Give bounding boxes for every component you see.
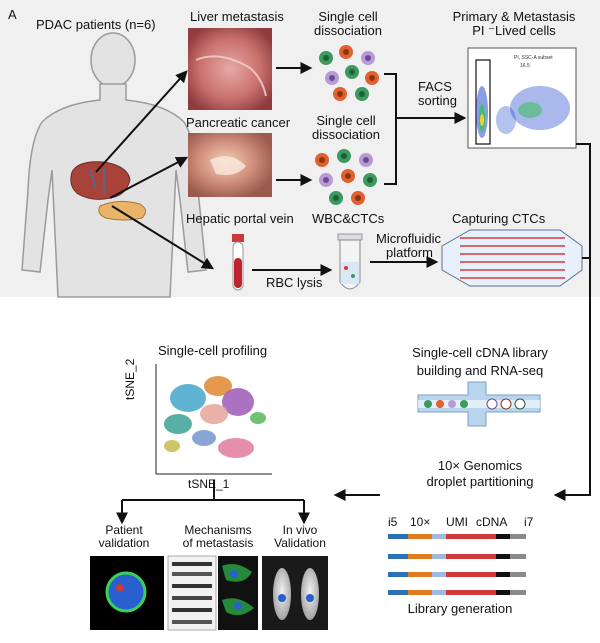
single-cell-profiling-label: Single-cell profiling [158, 343, 268, 358]
read-3-cdna-segment [446, 572, 496, 577]
read-1-i5-segment [388, 534, 408, 539]
dissociation-bottom-line1: Single cell [316, 113, 376, 128]
read-1-i7-segment [510, 534, 526, 539]
read-2-i7-segment [510, 554, 526, 559]
mechanisms-blot-images [167, 555, 258, 631]
microfluidic-platform-label: Microfluidic platform [376, 232, 441, 259]
read-4-i5-segment [388, 590, 408, 595]
dissociation-bottom-line2: dissociation [312, 126, 380, 142]
patient-validation-line2: validation [98, 535, 150, 550]
read-2-barcode-segment [408, 554, 432, 559]
read-4-linker-segment [496, 590, 510, 595]
read-2-i5-segment [388, 554, 408, 559]
read-2-cdna-segment [446, 554, 496, 559]
rbc-lysis-label: RBC lysis [266, 275, 323, 290]
microfluidic-line1: Microfluidic [376, 231, 442, 246]
library-title-line2: building and RNA-seq [416, 362, 544, 378]
liver-metastasis-photo [188, 28, 272, 110]
droplet-partitioning-label: 10× Genomics droplet partitioning [427, 458, 534, 491]
segment-label-umi: UMI [446, 515, 468, 529]
droplet-partitioning-chip [417, 381, 541, 427]
dissociation-top-line2: dissociation [314, 22, 382, 38]
mechanisms-line2: of metastasis [182, 535, 254, 550]
read-4-i7-segment [510, 590, 526, 595]
segment-label-10x: 10× [410, 515, 431, 529]
partition-line1: 10× Genomics [437, 458, 523, 473]
primary-metastasis-label: Primary & Metastasis PI ⁻Lived cells [453, 10, 576, 37]
in-vivo-validation-label: In vivo Validation [274, 524, 326, 549]
mechanisms-label: Mechanisms of metastasis [183, 524, 254, 549]
read-3-i7-segment [510, 572, 526, 577]
library-title-line1: Single-cell cDNA library [412, 345, 548, 360]
read-2-umi-segment [432, 554, 446, 559]
dissociated-cells-bottom [315, 149, 377, 205]
segment-label-cdna: cDNA [476, 515, 508, 529]
facs-label-line2: sorting [418, 92, 458, 108]
facs-plot-gate-label: PI, SSC-A subset [514, 55, 553, 61]
wbc-ctc-label: WBC&CTCs [312, 211, 385, 226]
wbc-ctc-tube-icon [337, 233, 363, 290]
primary-met-line2: PI ⁻Lived cells [472, 22, 556, 38]
dissociation-top-line1: Single cell [318, 9, 378, 24]
primary-met-line1: Primary & Metastasis [452, 9, 576, 24]
read-1-barcode-segment [408, 534, 432, 539]
panel-letter: A [8, 7, 17, 22]
read-2-linker-segment [496, 554, 510, 559]
blood-tube-icon [232, 234, 244, 291]
segment-label-i5: i5 [388, 515, 398, 529]
patient-validation-line1: Patient [105, 523, 143, 537]
liver-organ-icon [70, 161, 131, 200]
read-1-umi-segment [432, 534, 446, 539]
library-building-label: Single-cell cDNA library building and RN… [412, 344, 548, 379]
read-3-linker-segment [496, 572, 510, 577]
tsne-y-label: tSNE_2 [123, 358, 137, 400]
pancreatic-cancer-label: Pancreatic cancer [186, 115, 291, 130]
ctc-capture-chip [441, 229, 583, 287]
hepatic-portal-vein-label: Hepatic portal vein [186, 211, 294, 226]
library-barcode-reads [388, 534, 526, 595]
library-generation-label: Library generation [407, 601, 513, 616]
partition-line2: droplet partitioning [426, 474, 534, 490]
patients-label: PDAC patients (n=6) [36, 17, 156, 32]
microfluidic-line2: platform [386, 244, 433, 260]
liver-metastasis-label: Liver metastasis [190, 9, 284, 24]
read-4-barcode-segment [408, 590, 432, 595]
facs-scatter-plot [467, 47, 577, 149]
read-3-i5-segment [388, 572, 408, 577]
facs-sorting-label: FACS sorting [418, 80, 457, 107]
read-1-linker-segment [496, 534, 510, 539]
capturing-ctcs-label: Capturing CTCs [452, 211, 546, 226]
pancreas-organ-icon [98, 200, 146, 221]
segment-label-i7: i7 [524, 515, 534, 529]
facs-label-line1: FACS [418, 79, 452, 94]
tsne-plot [155, 364, 272, 475]
read-4-cdna-segment [446, 590, 496, 595]
facs-plot-gate-value: 16.5 [520, 63, 530, 69]
read-3-barcode-segment [408, 572, 432, 577]
mechanisms-line1: Mechanisms [184, 523, 252, 537]
tsne-x-label: tSNE_1 [188, 477, 230, 491]
invivo-line1: In vivo [282, 523, 318, 537]
dissociation-label-top: Single cell dissociation [314, 10, 382, 37]
invivo-line2: Validation [274, 535, 326, 550]
patient-validation-label: Patient validation [99, 524, 150, 549]
dissociated-cells-top [319, 45, 379, 101]
read-1-cdna-segment [446, 534, 496, 539]
read-4-umi-segment [432, 590, 446, 595]
dissociation-label-bottom: Single cell dissociation [312, 114, 380, 141]
read-3-umi-segment [432, 572, 446, 577]
